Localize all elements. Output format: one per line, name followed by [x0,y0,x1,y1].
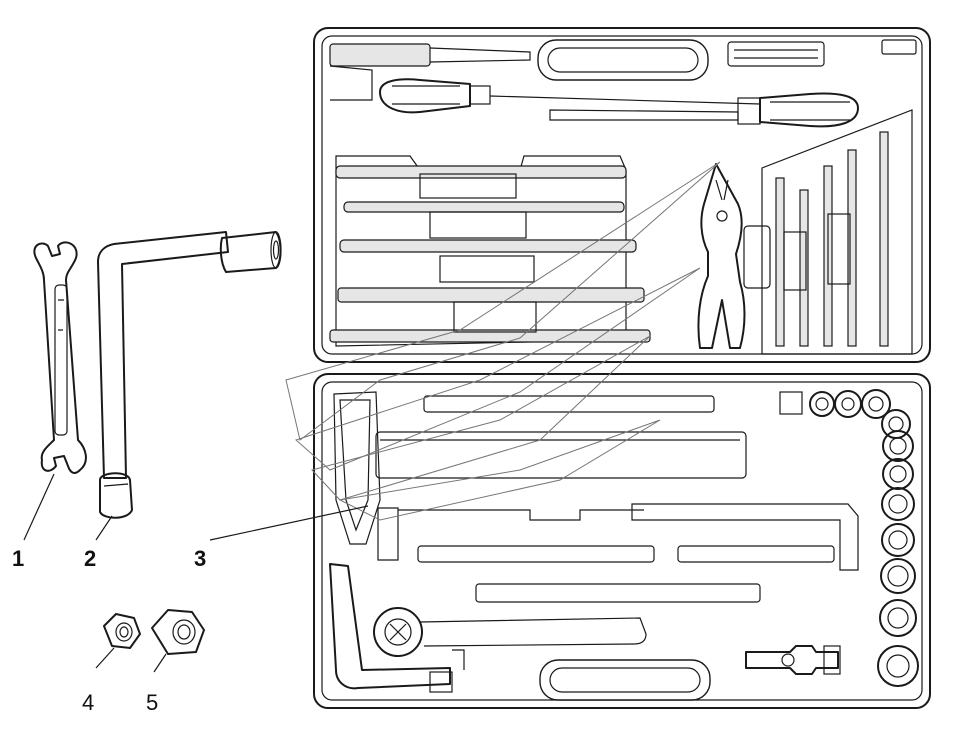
large-nut [151,609,205,655]
callout-5: 5 [146,690,158,715]
case-upper-lid [313,27,931,363]
callout-4: 4 [82,690,94,715]
socket-set [779,389,919,687]
callout-1: 1 [12,546,24,571]
callout-3: 3 [194,546,206,571]
case-lower-tray [313,373,931,709]
watermark-graphic [285,161,721,521]
l-socket-spanner [97,231,282,519]
callout-2: 2 [84,546,96,571]
small-nut [103,613,141,649]
leader-lines [23,473,369,673]
open-end-wrench [33,241,87,474]
